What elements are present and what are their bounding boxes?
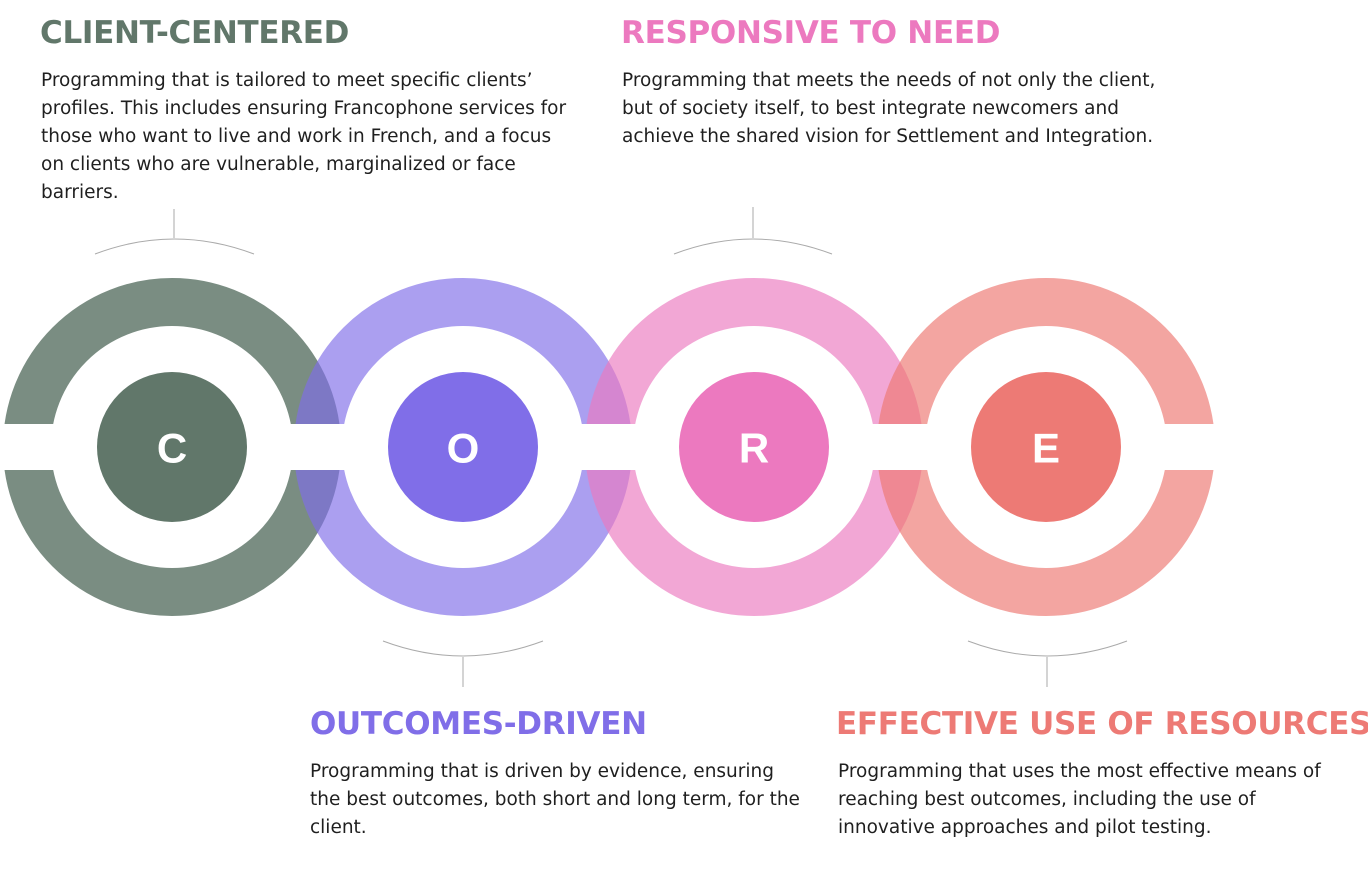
disc-c [97, 372, 247, 522]
effective-use-of-resources-description: Programming that uses the most effective… [838, 761, 1321, 838]
letter-o: O [447, 425, 480, 472]
client-centered-description: Programming that is tailored to meet spe… [41, 70, 567, 203]
disc-e [971, 372, 1121, 522]
effective-use-of-resources-title: EFFECTIVE USE OF RESOURCES [836, 706, 1368, 742]
outcomes-driven-description: Programming that is driven by evidence, … [310, 761, 800, 838]
ring-e [877, 278, 1215, 616]
bracket-outcomes [382, 640, 544, 687]
responsive-to-need-title: RESPONSIVE TO NEED [621, 15, 1001, 51]
disc-o [388, 372, 538, 522]
client-centered-title: CLIENT-CENTERED [40, 15, 350, 51]
letter-c: C [157, 425, 187, 472]
letter-e: E [1032, 425, 1060, 472]
letter-r: R [739, 425, 769, 472]
bracket-responsive [673, 207, 833, 255]
disc-r [679, 372, 829, 522]
bracket-client [94, 209, 255, 255]
bracket-effective [967, 640, 1128, 687]
responsive-to-need-description: Programming that meets the needs of not … [622, 70, 1156, 147]
outcomes-driven-title: OUTCOMES-DRIVEN [310, 706, 647, 742]
